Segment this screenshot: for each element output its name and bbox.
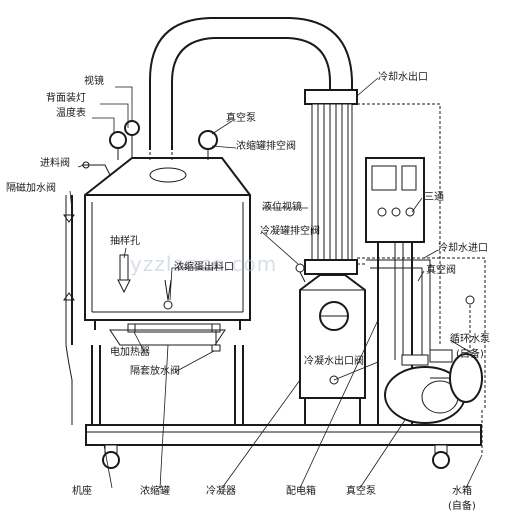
- vapor-pipe: [149, 17, 353, 150]
- label-vacuum-pump-bottom: 真空泵: [346, 486, 376, 497]
- label-condensate-outlet-valve: 冷凝水出口阀: [304, 356, 364, 367]
- label-condenser-vent-valve: 冷凝罐排空阀: [260, 226, 320, 237]
- label-back-lamp: 背面装灯: [46, 93, 86, 104]
- label-concentrate-outlet: 浓缩蛋出料口: [174, 262, 234, 273]
- vacuum-gauge-top: [198, 130, 218, 160]
- label-water-tank: 水箱: [452, 486, 472, 497]
- label-circulating-pump-note: (自备): [456, 349, 484, 360]
- label-level-sight-glass: 液位视镜: [262, 202, 302, 213]
- base-frame: [85, 424, 482, 469]
- circulating-pump: [430, 295, 483, 403]
- vacuum-pump: [384, 349, 466, 424]
- label-thermometer: 温度表: [56, 108, 86, 119]
- label-cooling-water-outlet: 冷却水出口: [378, 72, 428, 83]
- label-cooling-water-inlet: 冷却水进口: [438, 243, 488, 254]
- label-condenser: 冷凝器: [206, 486, 236, 497]
- electric-heater: [127, 323, 221, 333]
- feed-valve: [82, 161, 111, 176]
- control-box: [365, 157, 425, 425]
- label-water-tank-note: (自备): [448, 501, 476, 512]
- label-circulating-pump: 循环水泵: [450, 334, 490, 345]
- label-vacuum-pump-top: 真空泵: [226, 113, 256, 124]
- label-sampling-hole: 抽样孔: [110, 236, 140, 247]
- label-three-way: 三通: [424, 192, 444, 203]
- label-sight-glass: 视镜: [84, 76, 104, 87]
- jacket-water-valve: [63, 195, 75, 425]
- label-base: 机座: [72, 486, 92, 497]
- three-way-pipe: [357, 103, 441, 360]
- label-jacket-water-valve: 隔磁加水阀: [6, 183, 56, 194]
- condenser-receiver: [299, 274, 366, 425]
- label-control-box: 配电箱: [286, 486, 316, 497]
- sampling-hole: [117, 254, 131, 294]
- label-electric-heater: 电加热器: [110, 347, 150, 358]
- watermark: yzzlanco.com: [130, 252, 278, 276]
- sight-glass-gauge: [124, 120, 140, 158]
- thermometer-gauge: [109, 131, 127, 160]
- leader-lines: [69, 77, 483, 489]
- label-vacuum-valve: 真空阀: [426, 265, 456, 276]
- condenser-tubes: [304, 89, 358, 275]
- label-feed-valve: 进料阀: [40, 158, 70, 169]
- label-jacket-drain-valve: 隔套放水阀: [130, 366, 180, 377]
- label-concentrator: 浓缩罐: [140, 486, 170, 497]
- condenser-vent-valve: [295, 263, 306, 283]
- label-tank-vent-valve: 浓缩罐排空阀: [236, 141, 296, 152]
- jacket-drain-valve: [211, 330, 221, 352]
